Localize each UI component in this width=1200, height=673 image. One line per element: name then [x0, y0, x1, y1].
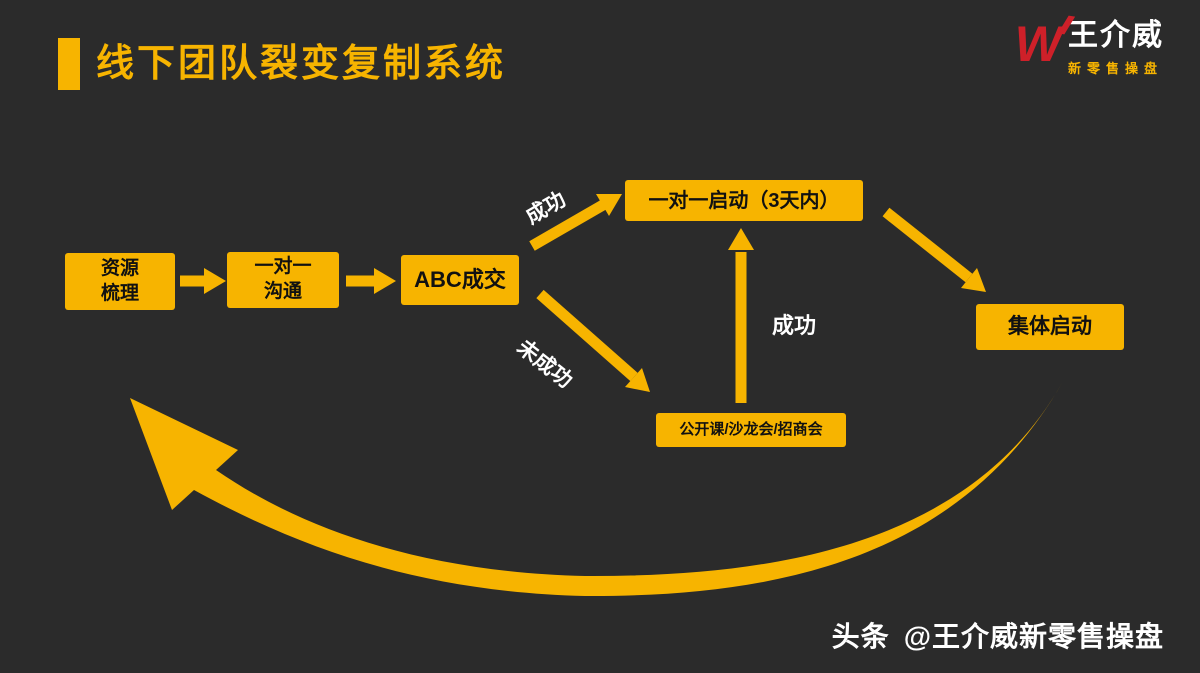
label-success-mid: 成功	[772, 313, 817, 338]
node-one-on-one-communication: 一对一 沟通	[227, 252, 339, 308]
arrow-oneonone-to-abc	[346, 268, 396, 294]
header: 线下团队裂变复制系统	[58, 38, 506, 90]
node-one-on-one-launch: 一对一启动（3天内）	[625, 180, 863, 221]
watermark-platform: 头条	[831, 621, 890, 652]
arrow-openclass-to-launch	[728, 228, 754, 403]
brand-logo: W 王介威 新零售操盘	[1014, 15, 1164, 77]
node-open-class-salon: 公开课/沙龙会/招商会	[656, 413, 846, 447]
logo-subtitle: 新零售操盘	[1068, 61, 1164, 76]
watermark: 头条 @王介威新零售操盘	[832, 615, 1164, 655]
node-abc-deal: ABC成交	[401, 255, 519, 305]
logo-w-icon: W	[1014, 16, 1062, 72]
logo-text: 王介威 新零售操盘	[1068, 18, 1164, 77]
arrow-abc-to-launch	[529, 194, 622, 251]
node-group-launch: 集体启动	[976, 304, 1124, 350]
logo-mark-wrap: W	[1014, 15, 1076, 72]
watermark-handle: @王介威新零售操盘	[903, 621, 1164, 652]
arrow-abc-to-openclass	[536, 289, 650, 392]
title-accent-bar	[58, 38, 80, 90]
page-title: 线下团队裂变复制系统	[96, 43, 507, 85]
node-resource-sorting: 资源 梳理	[65, 253, 175, 310]
return-swoosh-arrow	[130, 383, 1062, 597]
arrow-resource-to-oneonone	[180, 268, 226, 294]
arrow-launch-to-group	[882, 207, 986, 292]
logo-name: 王介威	[1068, 19, 1164, 52]
